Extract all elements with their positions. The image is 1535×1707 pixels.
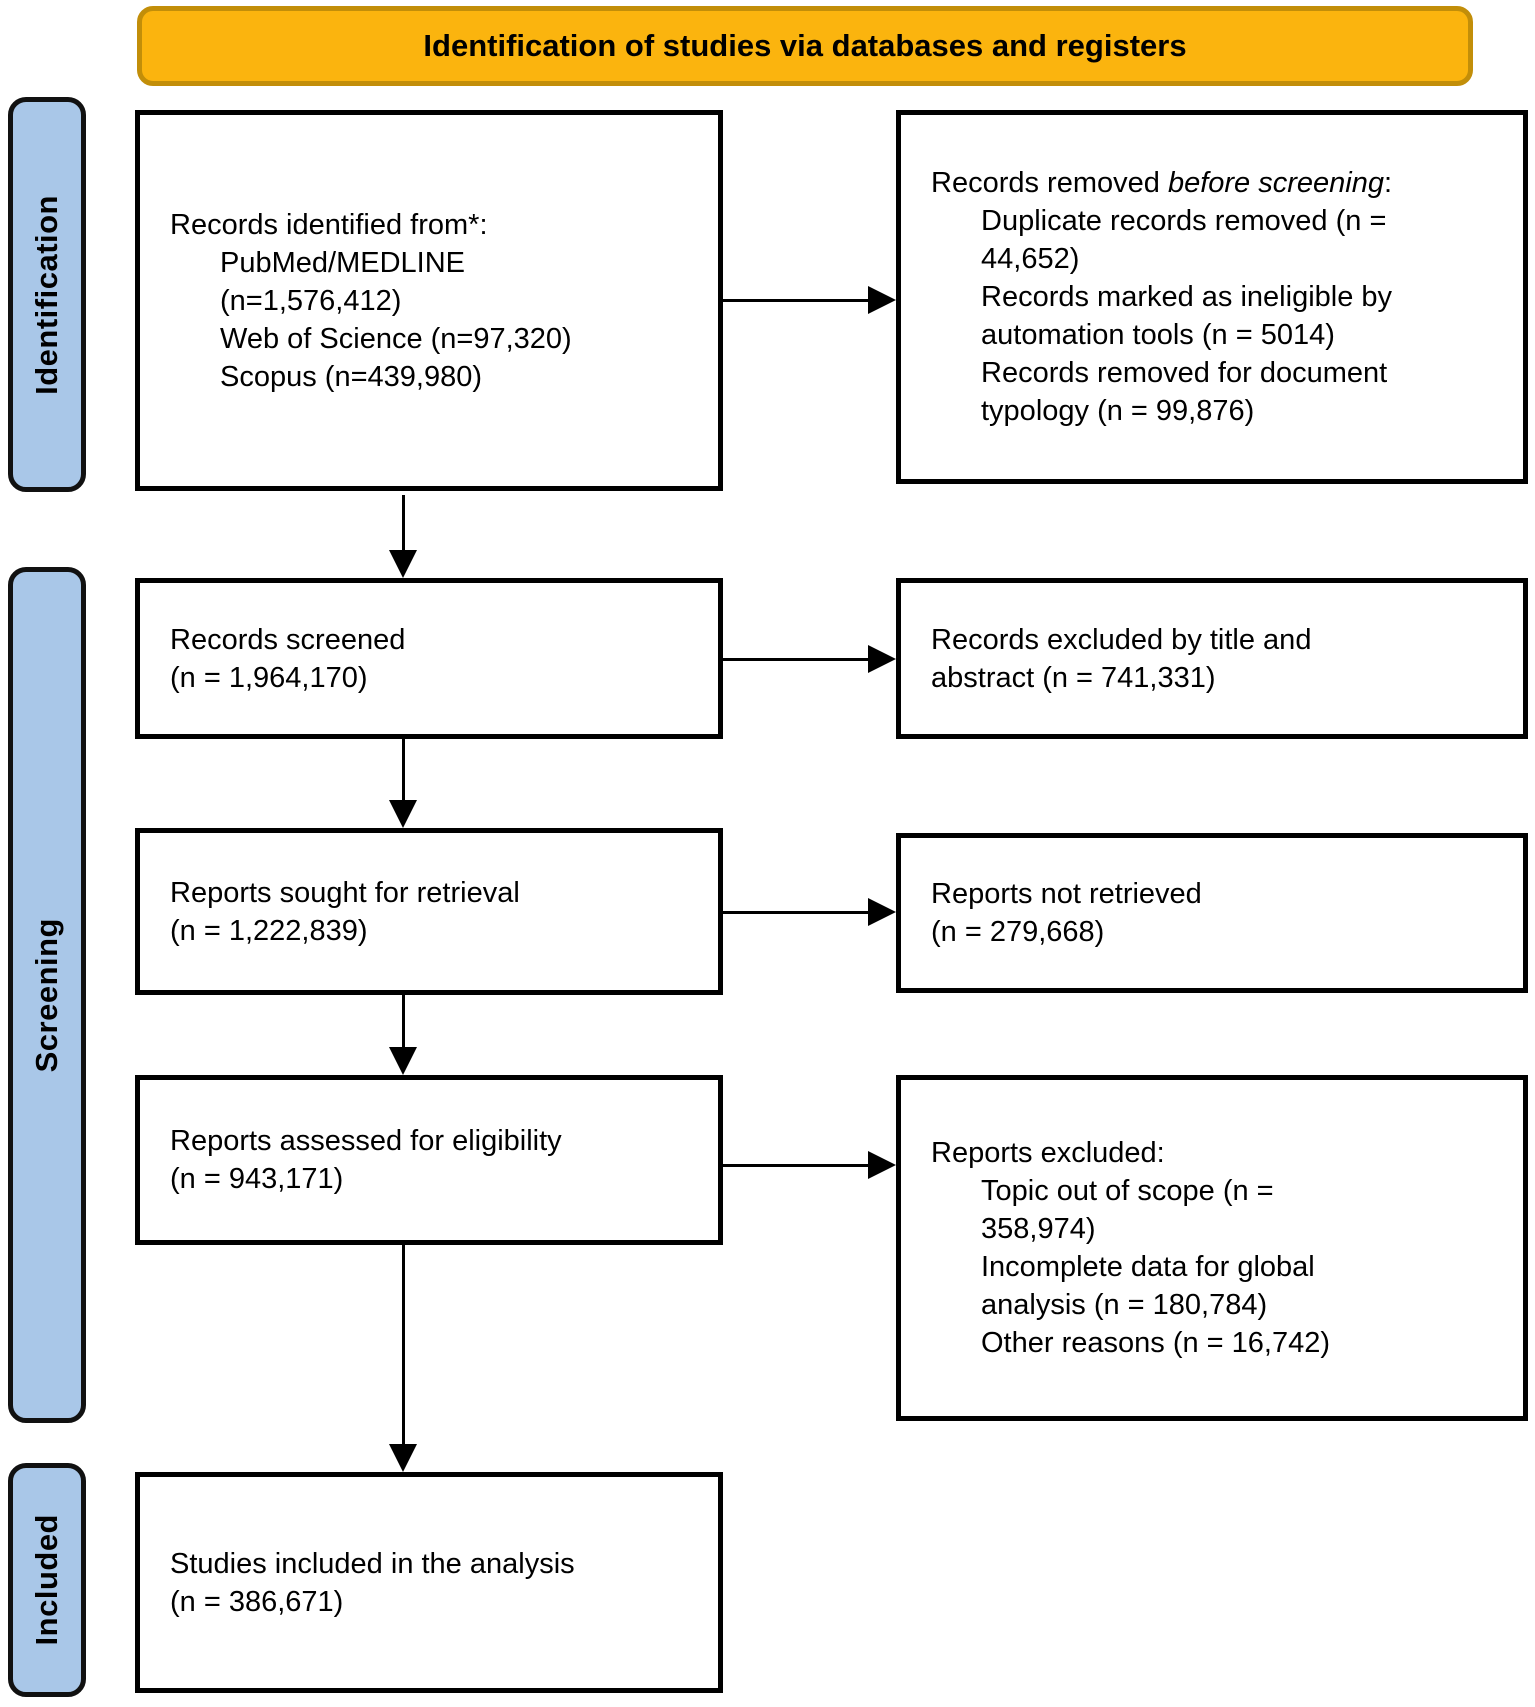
box-reports-excluded: Reports excluded: Topic out of scope (n … bbox=[896, 1075, 1528, 1421]
arrow-down-icon bbox=[389, 550, 417, 578]
arrow-right-icon bbox=[868, 1151, 896, 1179]
box-reports-sought: Reports sought for retrieval (n = 1,222,… bbox=[135, 828, 723, 995]
box-records-excluded-title-abstract: Records excluded by title and abstract (… bbox=[896, 578, 1528, 739]
box-studies-included: Studies included in the analysis (n = 38… bbox=[135, 1472, 723, 1693]
stage-label-included: Included bbox=[8, 1463, 86, 1697]
records-identified-item-scopus: Scopus (n=439,980) bbox=[220, 360, 482, 393]
records-screened-text: Records screened (n = 1,964,170) bbox=[170, 623, 406, 694]
reports-excluded-intro: Reports excluded: bbox=[931, 1137, 1165, 1169]
reports-excluded-item-other: Other reasons (n = 16,742) bbox=[981, 1327, 1331, 1359]
records-removed-intro: Records removed before screening: bbox=[931, 167, 1393, 199]
reports-excluded-item-incomplete: Incomplete data for global analysis (n =… bbox=[981, 1251, 1315, 1321]
stage-label-screening-text: Screening bbox=[29, 917, 64, 1073]
studies-included-text: Studies included in the analysis (n = 38… bbox=[170, 1547, 575, 1618]
reports-assessed-text: Reports assessed for eligibility (n = 94… bbox=[170, 1125, 562, 1195]
stage-label-screening: Screening bbox=[8, 567, 86, 1423]
arrow-right-line-identified-to-removed bbox=[723, 299, 870, 302]
box-records-screened: Records screened (n = 1,964,170) bbox=[135, 578, 723, 739]
records-identified-intro: Records identified from*: bbox=[170, 208, 488, 241]
records-removed-item-duplicates: Duplicate records removed (n = 44,652) bbox=[981, 205, 1387, 275]
arrow-right-line-screened-to-excluded bbox=[723, 658, 870, 661]
box-records-removed-before-screening: Records removed before screening: Duplic… bbox=[896, 110, 1528, 484]
arrow-down-line-screened-to-sought bbox=[402, 739, 405, 802]
records-identified-item-wos: Web of Science (n=97,320) bbox=[220, 322, 572, 355]
arrow-right-icon bbox=[868, 645, 896, 673]
reports-excluded-item-scope: Topic out of scope (n = 358,974) bbox=[981, 1175, 1274, 1245]
records-removed-intro-italic: before screening bbox=[1167, 167, 1384, 199]
diagram-title: Identification of studies via databases … bbox=[423, 28, 1187, 63]
arrow-down-line-sought-to-assessed bbox=[402, 995, 405, 1049]
arrow-right-line-sought-to-notretrieved bbox=[723, 911, 870, 914]
arrow-right-line-assessed-to-excluded bbox=[723, 1164, 870, 1167]
records-removed-item-automation: Records marked as ineligible by automati… bbox=[981, 281, 1393, 351]
records-identified-item-pubmed: PubMed/MEDLINE (n=1,576,412) bbox=[220, 246, 465, 317]
arrow-right-icon bbox=[868, 286, 896, 314]
box-reports-assessed: Reports assessed for eligibility (n = 94… bbox=[135, 1075, 723, 1245]
arrow-down-icon bbox=[389, 800, 417, 828]
records-excluded-title-abstract-text: Records excluded by title and abstract (… bbox=[931, 623, 1312, 694]
arrow-down-line-assessed-to-included bbox=[402, 1245, 405, 1446]
box-records-identified: Records identified from*: PubMed/MEDLINE… bbox=[135, 110, 723, 491]
diagram-title-banner: Identification of studies via databases … bbox=[137, 6, 1473, 86]
arrow-down-icon bbox=[389, 1444, 417, 1472]
arrow-right-icon bbox=[868, 898, 896, 926]
box-reports-not-retrieved: Reports not retrieved (n = 279,668) bbox=[896, 833, 1528, 993]
arrow-down-icon bbox=[389, 1047, 417, 1075]
stage-label-identification-text: Identification bbox=[29, 194, 64, 395]
stage-label-included-text: Included bbox=[29, 1514, 64, 1646]
reports-sought-text: Reports sought for retrieval (n = 1,222,… bbox=[170, 876, 520, 947]
reports-not-retrieved-text: Reports not retrieved (n = 279,668) bbox=[931, 878, 1202, 948]
arrow-down-line-identified-to-screened bbox=[402, 495, 405, 552]
records-removed-item-typology: Records removed for document typology (n… bbox=[981, 357, 1388, 427]
stage-label-identification: Identification bbox=[8, 97, 86, 492]
